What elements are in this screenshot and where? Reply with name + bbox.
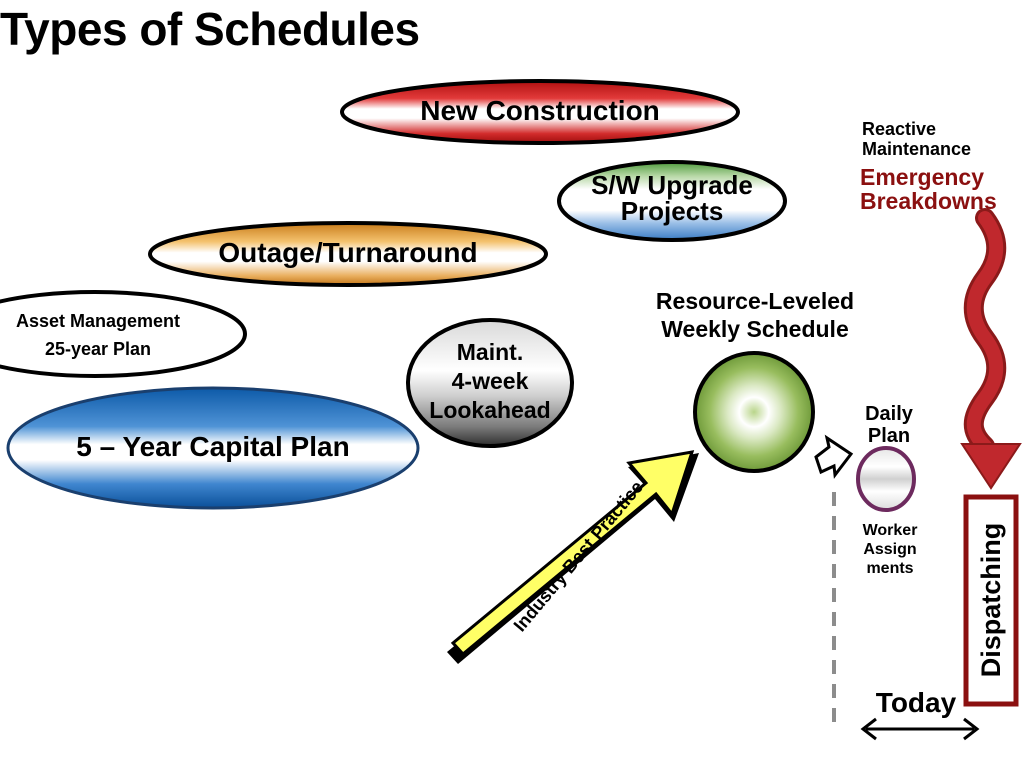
weekly-schedule-label-line2: Weekly Schedule (661, 316, 849, 342)
daily-plan-label-line1: Daily (865, 403, 913, 425)
worker-assignments-label-line1: Worker (862, 522, 918, 539)
weekly-schedule-circle (693, 351, 815, 473)
industry-best-practice-label: Industry Best Practice (510, 477, 648, 635)
daily-plan-circle (856, 446, 916, 512)
sw-upgrade-oval (557, 160, 787, 242)
new-construction-oval (340, 79, 740, 145)
sw-upgrade-label-line2: Projects (620, 196, 724, 226)
asset-management-oval (0, 290, 247, 378)
new-construction-label: New Construction (420, 95, 660, 126)
capital-plan-label: 5 – Year Capital Plan (76, 431, 350, 462)
today-label: Today (875, 687, 957, 718)
emergency-breakdowns-label-line2: Breakdowns (860, 188, 997, 214)
dispatching-box (963, 494, 1019, 707)
daily-plan-label-line2: Plan (867, 425, 911, 447)
asset-management-label-line1: Asset Management (15, 311, 181, 331)
weekly-schedule-label-line1: Resource-Leveled (655, 288, 855, 314)
outage-oval (148, 221, 548, 287)
outage-label: Outage/Turnaround (218, 237, 478, 268)
dispatching-label: Dispatching (976, 523, 1006, 678)
maint-label-line2: 4-week (451, 368, 529, 394)
emergency-breakdowns-label-line1: Emergency (860, 164, 985, 190)
page-title: Types of Schedules (0, 3, 420, 55)
maint-label-line1: Maint. (456, 339, 524, 365)
reactive-maintenance-label-line1: Reactive (862, 119, 937, 139)
industry-best-practice-arrow (447, 450, 699, 664)
capital-plan-oval (6, 386, 420, 510)
emergency-arrow (960, 208, 1022, 490)
maint-lookahead-oval (406, 318, 574, 448)
worker-assignments-label-line2: Assign (863, 541, 917, 558)
maint-label-line3: Lookahead (429, 397, 551, 423)
weekly-to-daily-arrow (814, 434, 854, 479)
worker-assignments-label-line3: ments (866, 560, 914, 577)
reactive-maintenance-label-line2: Maintenance (862, 139, 972, 159)
today-double-arrow (860, 717, 980, 741)
sw-upgrade-label-line1: S/W Upgrade (591, 170, 753, 200)
asset-management-label-line2: 25-year Plan (44, 339, 152, 359)
